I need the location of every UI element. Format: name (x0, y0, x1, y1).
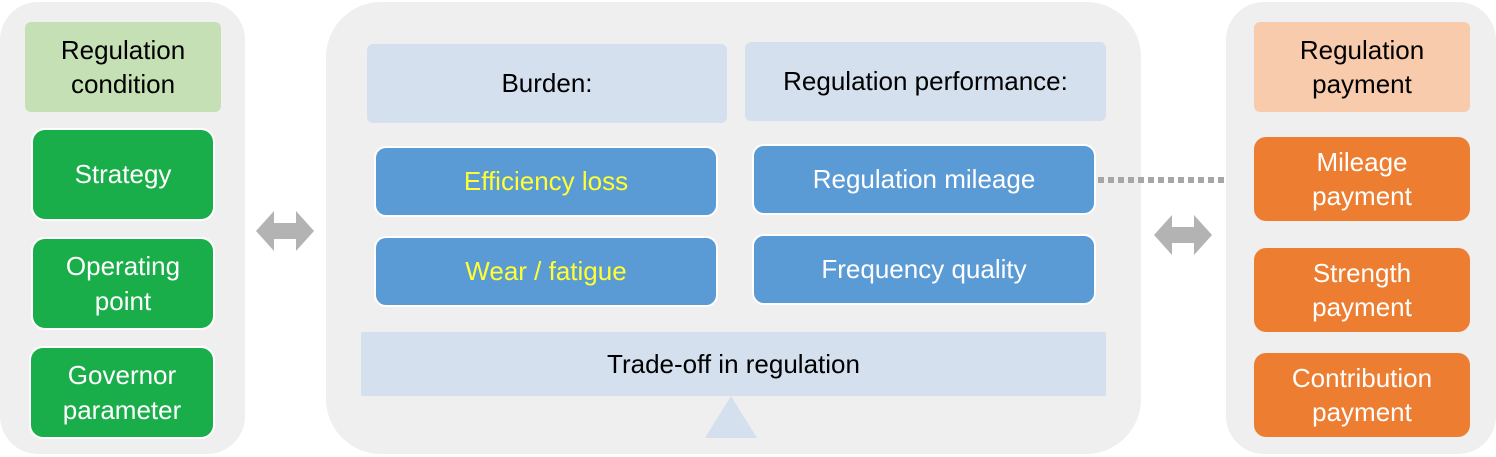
burden-header: Burden: (367, 44, 727, 123)
efficiency-loss-box: Efficiency loss (374, 146, 718, 217)
fulcrum-triangle-icon (705, 396, 757, 438)
trade-off-label: Trade-off in regulation (607, 348, 860, 379)
frequency-quality-box: Frequency quality (752, 234, 1096, 305)
trade-off-beam: Trade-off in regulation (361, 332, 1106, 396)
strategy-box: Strategy (31, 128, 215, 221)
strength-payment-box: Strength payment (1254, 248, 1470, 332)
contribution-payment-label: Contribution payment (1291, 362, 1433, 427)
mileage-payment-box: Mileage payment (1254, 137, 1470, 221)
regulation-condition-header-label: Regulation condition (60, 34, 186, 99)
operating-point-box: Operating point (31, 237, 215, 330)
regulation-performance-header: Regulation performance: (745, 42, 1106, 121)
burden-header-label: Burden: (501, 68, 593, 99)
regulation-payment-header-label: Regulation payment (1299, 34, 1425, 99)
regulation-payment-header: Regulation payment (1254, 22, 1470, 112)
wear-fatigue-label: Wear / fatigue (465, 256, 627, 287)
regulation-mileage-box: Regulation mileage (752, 144, 1096, 215)
regulation-mileage-label: Regulation mileage (812, 164, 1036, 195)
double-arrow-icon (256, 211, 314, 251)
contribution-payment-box: Contribution payment (1254, 353, 1470, 437)
strength-payment-label: Strength payment (1312, 257, 1412, 322)
governor-parameter-box: Governor parameter (29, 346, 215, 439)
wear-fatigue-box: Wear / fatigue (374, 236, 718, 307)
double-arrow-icon (1154, 215, 1212, 255)
regulation-condition-header: Regulation condition (25, 22, 221, 112)
operating-point-label: Operating point (65, 251, 181, 316)
frequency-quality-label: Frequency quality (821, 254, 1027, 285)
mileage-payment-label: Mileage payment (1312, 146, 1412, 211)
governor-parameter-label: Governor parameter (62, 360, 182, 425)
strategy-label: Strategy (74, 159, 172, 190)
regulation-performance-header-label: Regulation performance: (783, 66, 1068, 97)
efficiency-loss-label: Efficiency loss (463, 166, 629, 197)
